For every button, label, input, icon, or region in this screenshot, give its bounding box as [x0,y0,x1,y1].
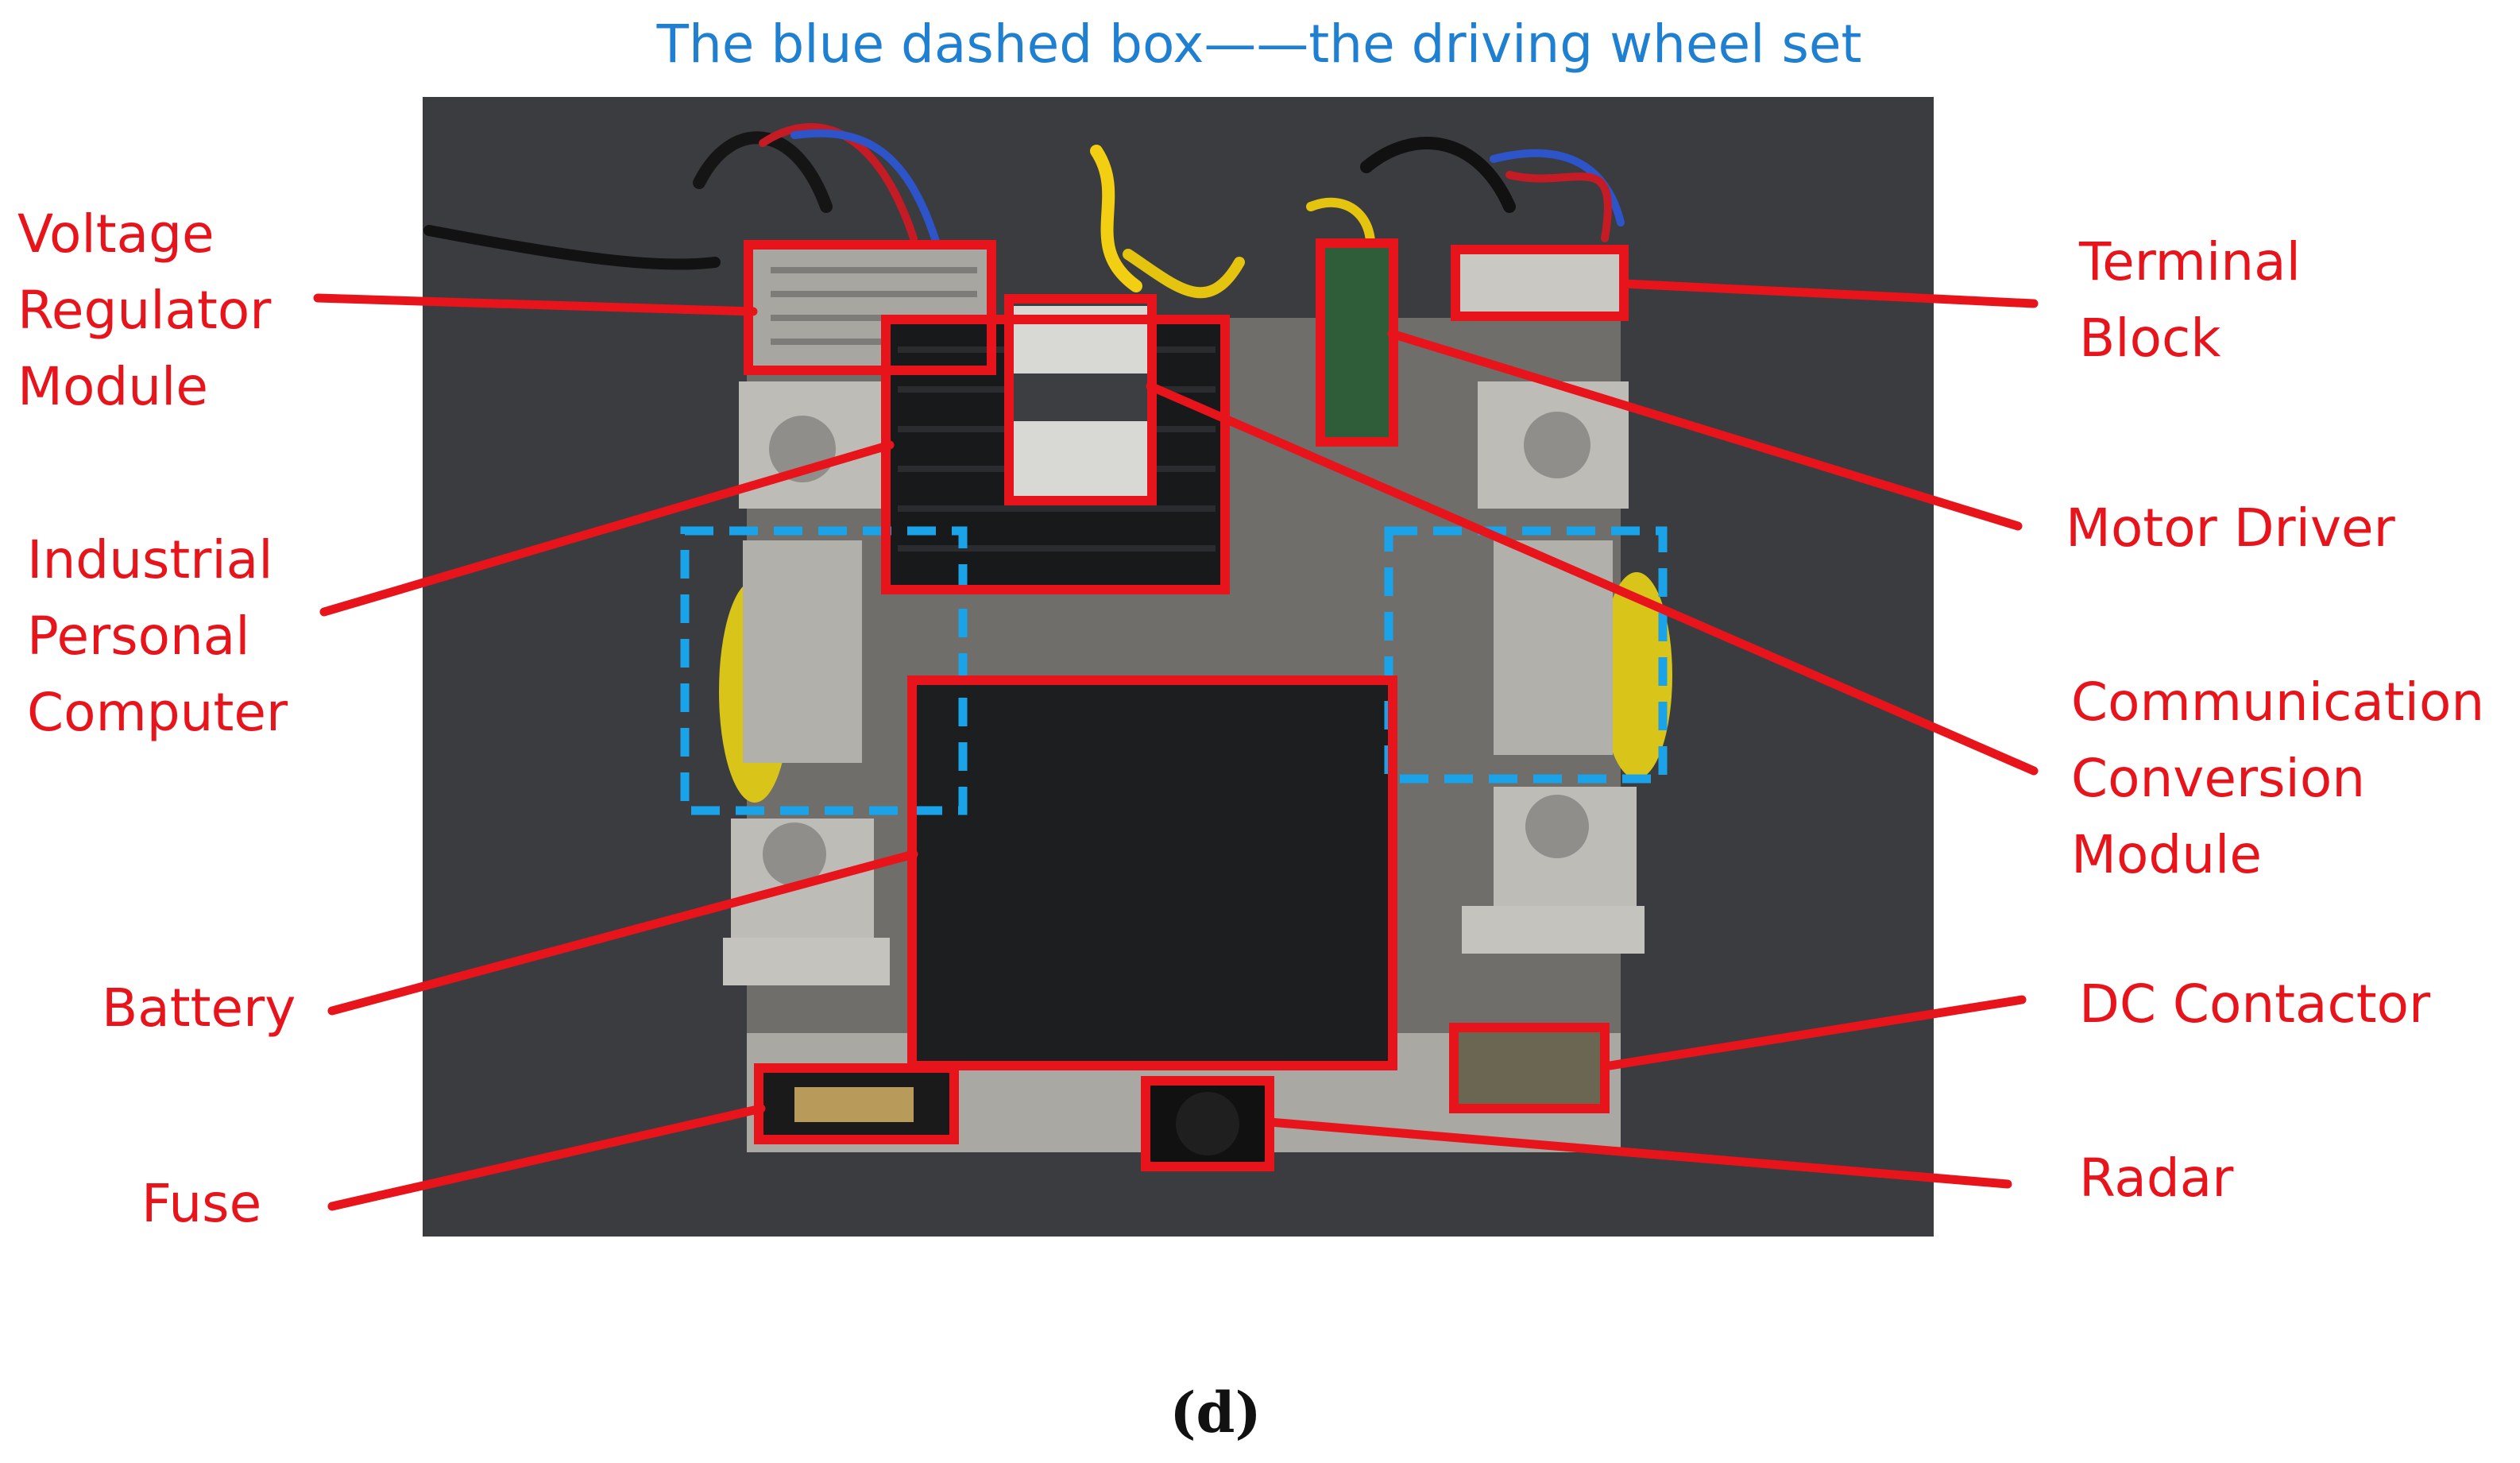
comm-module-photo [1013,306,1148,497]
terminal-block-label: Terminal Block [2078,231,2317,369]
figure-title: The blue dashed box——the driving wheel s… [656,14,1862,75]
dc-contactor-label: DC Contactor [2079,973,2431,1035]
dc-contactor-leader [1600,995,2027,1071]
motor-driver-leader [1387,329,2023,531]
radar-photo [1148,1083,1267,1164]
dc-contactor-photo [1458,1031,1603,1105]
terminal-block-photo [1459,252,1625,314]
battery-photo [914,683,1390,1061]
driving-wheel-set-left-box [680,526,968,815]
battery-leader [327,850,918,1016]
battery-box [907,675,1397,1070]
driving-wheel-set-right-box [1384,526,1668,784]
comm-module-label: Communication Conversion Module [2071,672,2501,885]
right-wheel-assembly [1462,381,1672,954]
radar-label: Radar [2079,1148,2234,1209]
industrial-pc-leader [319,440,895,617]
motor-driver-label: Motor Driver [2066,497,2396,559]
fuse-leader [327,1104,766,1211]
comm-module-leader [1146,381,2039,776]
battery-label: Battery [102,977,296,1039]
radar-leader [1265,1117,2012,1189]
left-wheel-assembly [719,381,890,985]
terminal-block-leader [1619,279,2039,308]
motor-driver-box [1316,238,1398,447]
panel-label: (d) [1169,1380,1261,1446]
fuse-box [754,1063,959,1144]
fuse-photo [761,1073,952,1136]
fuse-label: Fuse [141,1173,261,1234]
voltage-regulator-leader [313,293,758,316]
industrial-pc-box [881,315,1230,594]
voltage-regulator-label: Voltage Regulator Module [17,203,288,417]
motor-driver-photo [1325,246,1390,439]
comm-module-box [1004,294,1157,505]
industrial-pc-label: Industrial Personal Computer [27,529,290,743]
